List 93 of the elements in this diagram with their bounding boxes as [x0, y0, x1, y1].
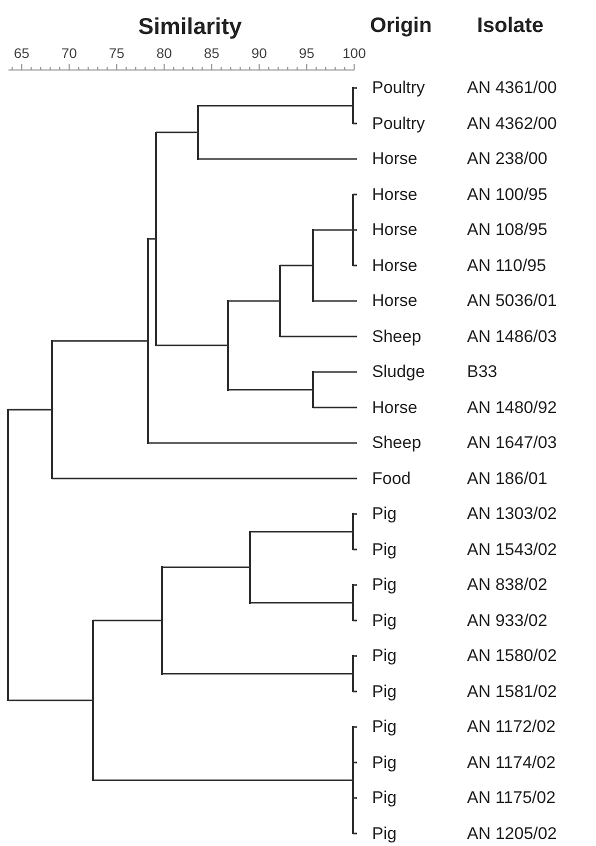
origin-label: Sheep: [372, 326, 422, 348]
tick-label: 80: [156, 46, 172, 60]
origin-label: Horse: [372, 396, 418, 419]
dendrogram-branch: [353, 229, 357, 231]
isolate-label: AN 838/02: [467, 574, 548, 596]
dendrogram-branch: [313, 406, 357, 408]
tick-label: 70: [61, 46, 77, 60]
origin-label: Pig: [372, 716, 398, 738]
dendrogram-branch: [353, 548, 357, 550]
isolate-label: AN 110/95: [467, 254, 546, 277]
dendrogram-branch: [156, 344, 228, 346]
isolate-label: AN 1205/02: [467, 822, 557, 845]
dendrogram-branch: [250, 602, 353, 604]
isolate-label: AN 1172/02: [467, 716, 556, 738]
dendrogram-branch: [353, 620, 357, 622]
tick-label: 75: [108, 46, 124, 60]
dendrogram-branch: [162, 672, 353, 675]
origin-label: Horse: [372, 254, 418, 277]
dendrogram-branch: [353, 655, 357, 657]
origin-label: Poultry: [372, 112, 426, 135]
dendrogram-branch: [353, 264, 357, 266]
isolate-label: AN 238/00: [467, 148, 548, 170]
isolate-label: AN 1581/02: [467, 680, 557, 703]
isolate-label: AN 4361/00: [467, 77, 557, 100]
origin-label: Sludge: [372, 361, 426, 384]
dendrogram-branch: [156, 132, 198, 134]
dendrogram-branch: [353, 584, 357, 586]
isolate-label: AN 1174/02: [467, 752, 556, 774]
isolate-label: AN 1543/02: [467, 538, 557, 561]
origin-label: Horse: [372, 184, 418, 206]
isolate-label: AN 1175/02: [467, 787, 556, 810]
isolate-label: AN 1303/02: [467, 503, 557, 526]
origin-label: Poultry: [372, 77, 426, 100]
dendrogram-branch: [353, 832, 357, 834]
origin-label: Food: [372, 468, 412, 490]
dendrogram-branch: [353, 513, 357, 515]
origin-label: Pig: [372, 752, 398, 774]
dendrogram-branch: [52, 340, 148, 342]
origin-label: Pig: [372, 645, 398, 668]
origin-label: Sheep: [372, 432, 422, 454]
dendrogram-branch: [353, 762, 357, 764]
origin-label: Pig: [372, 503, 398, 526]
isolate-label: AN 933/02: [467, 610, 548, 632]
tick-label: 65: [14, 46, 30, 60]
tick-label: 85: [204, 46, 220, 60]
dendrogram-branch: [313, 371, 357, 373]
dendrogram-branch: [353, 87, 357, 89]
column-header: Origin: [370, 15, 432, 36]
dendrogram-branch: [8, 700, 93, 702]
isolate-label: AN 1486/03: [467, 326, 557, 348]
dendrogram-branch: [198, 104, 353, 107]
tick-label: 90: [251, 46, 267, 60]
dendrogram-branch: [353, 690, 357, 692]
origin-label: Pig: [372, 610, 398, 632]
tick-label: 100: [342, 46, 366, 60]
tick-label: 95: [298, 46, 314, 60]
dendrogram-branch: [280, 264, 313, 266]
dendrogram-branch: [228, 300, 280, 302]
isolate-label: B33: [467, 361, 498, 384]
isolate-label: AN 100/95: [467, 184, 548, 206]
isolate-label: AN 1480/92: [467, 396, 557, 419]
origin-label: Horse: [372, 148, 418, 170]
dendrogram-branch: [93, 620, 162, 622]
dendrogram-branch: [52, 478, 357, 480]
dendrogram-branch: [313, 300, 357, 302]
origin-label: Horse: [372, 219, 418, 242]
column-header: Isolate: [477, 15, 544, 36]
dendrogram-branch: [353, 797, 357, 799]
origin-label: Pig: [372, 538, 398, 561]
isolate-label: AN 1647/03: [467, 432, 557, 454]
dendrogram-branch: [353, 122, 357, 124]
dendrogram-branch: [280, 336, 357, 338]
dendrogram-branch: [228, 388, 313, 391]
dendrogram-branch: [250, 530, 353, 533]
isolate-label: AN 5036/01: [467, 290, 557, 312]
isolate-label: AN 186/01: [467, 468, 548, 490]
dendrogram-branch: [148, 442, 357, 444]
dendrogram-branch: [162, 566, 250, 568]
origin-label: Horse: [372, 290, 418, 312]
axis-title: Similarity: [138, 15, 242, 38]
dendrogram-branch: [198, 158, 357, 160]
dendrogram-branch: [313, 229, 353, 231]
dendrogram-branch: [353, 194, 357, 196]
dendrogram-branch: [8, 408, 52, 411]
origin-label: Pig: [372, 574, 398, 596]
isolate-label: AN 4362/00: [467, 112, 557, 135]
dendrogram-branch: [93, 779, 353, 782]
origin-label: Pig: [372, 680, 398, 703]
isolate-label: AN 108/95: [467, 219, 548, 242]
isolate-label: AN 1580/02: [467, 645, 557, 668]
origin-label: Pig: [372, 787, 398, 810]
origin-label: Pig: [372, 822, 398, 845]
dendrogram-branch: [353, 726, 357, 728]
